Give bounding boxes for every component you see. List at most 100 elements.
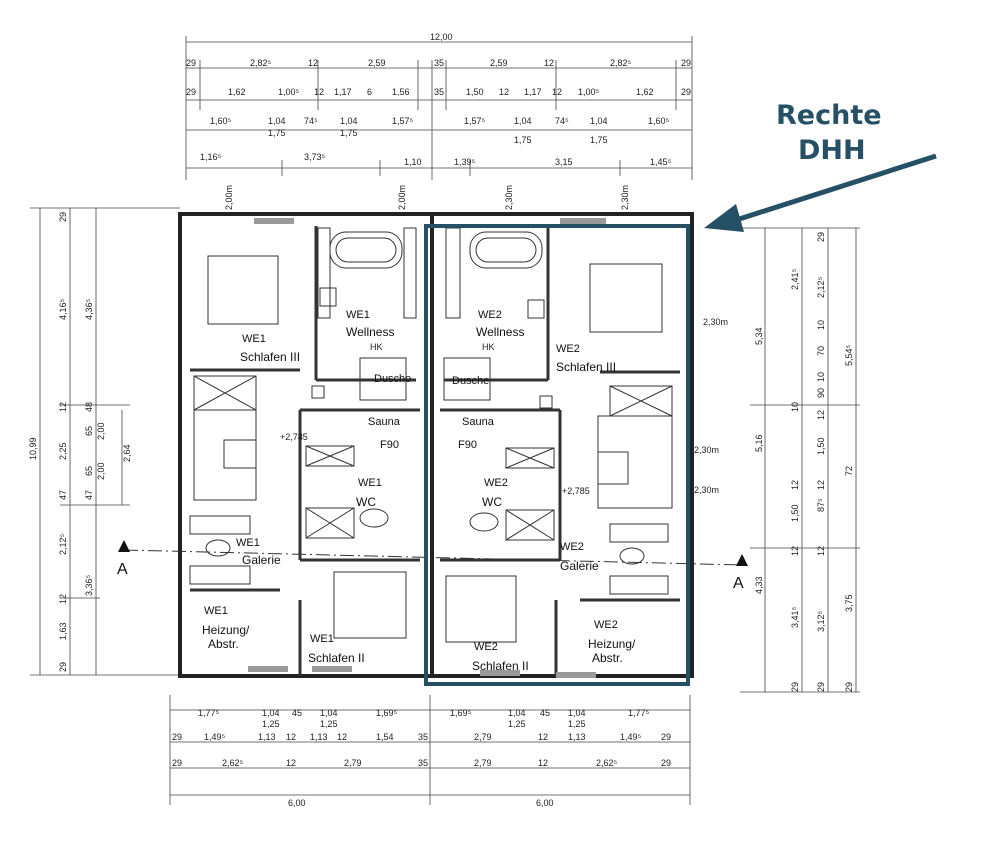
- dim-label: 2,79: [474, 732, 492, 742]
- dim-label: 2,82⁵: [250, 58, 272, 68]
- dim-label: 1,50: [816, 437, 826, 455]
- dim-label: 1,54: [376, 732, 394, 742]
- dim-label: 1,49⁵: [204, 732, 226, 742]
- dim-label: 3,15: [555, 157, 573, 167]
- room-heizung-right-unit: WE2: [594, 619, 618, 631]
- room-wellness-right-name: Wellness: [476, 325, 524, 339]
- dim-label: 1,75: [340, 128, 358, 138]
- annotation-arrow: [729, 153, 937, 225]
- dim-label: 2,82⁵: [610, 58, 632, 68]
- bed-right-top: [589, 263, 663, 333]
- dim-label: 1,00⁵: [578, 87, 600, 97]
- dim-label: 47: [84, 490, 94, 500]
- dim-label: 2,12⁵: [58, 533, 68, 555]
- bed-left-top: [207, 255, 279, 325]
- dim-label: 3,73⁵: [304, 152, 326, 162]
- dim-label: 12: [552, 87, 562, 97]
- dim-label: 12: [314, 87, 324, 97]
- dim-label: 3,36⁵: [84, 574, 94, 596]
- dim-label: 45: [540, 708, 550, 718]
- dim-label: 1,39⁵: [454, 157, 476, 167]
- shower-right: [443, 357, 491, 401]
- dim-label: 1,04: [262, 708, 280, 718]
- dim-label: 12: [816, 410, 826, 420]
- dim-label: 2,00: [96, 422, 106, 440]
- dim-label: 2,30m: [620, 185, 630, 210]
- dim-label: 2,79: [474, 758, 492, 768]
- dim-label: 1,50: [466, 87, 484, 97]
- dim-label: 4,36⁵: [84, 298, 94, 320]
- dim-label: 35: [418, 732, 428, 742]
- dim-label: 6: [367, 87, 372, 97]
- dim-label: 35: [418, 758, 428, 768]
- room-dusche-right: Dusche: [452, 375, 489, 387]
- dim-label: 1,25: [320, 719, 338, 729]
- f90-left: F90: [380, 439, 399, 451]
- hk-right: HK: [482, 342, 495, 352]
- dim-label: 2,30m: [504, 185, 514, 210]
- dim-label: 1,60⁵: [210, 116, 232, 126]
- dim-label: 2,64: [122, 444, 132, 462]
- dim-label: 1,62: [228, 87, 246, 97]
- room-heizung-right-name: Heizung/: [588, 637, 636, 651]
- dim-label: 5,54⁵: [844, 344, 854, 366]
- dim-label: 1,25: [568, 719, 586, 729]
- dim-label: 12: [816, 480, 826, 490]
- arrow-head-icon: [704, 204, 744, 232]
- dim-label: 1,50: [790, 504, 800, 522]
- dim-label: 2,30m: [694, 485, 719, 495]
- room-schlafen3-right-name: Schlafen III: [556, 360, 616, 374]
- level-left: +2,785: [280, 432, 308, 442]
- dim-overall-top: 12,00: [430, 32, 453, 42]
- room-sauna-left: Sauna: [368, 416, 401, 428]
- dim-label: 12: [538, 758, 548, 768]
- dim-label: 29: [58, 212, 68, 222]
- dim-label: 12: [58, 594, 68, 604]
- dim-label: 10: [816, 372, 826, 382]
- rooms-right-unit: WE2 Schlafen III WE2 Wellness HK Dusche …: [452, 309, 636, 673]
- dim-label: 2,30m: [694, 445, 719, 455]
- dim-label: 1,17: [334, 87, 352, 97]
- dim-label: 1,69⁵: [450, 708, 472, 718]
- shower-left: [359, 357, 407, 401]
- dim-label: 29: [844, 682, 854, 692]
- dim-label: 29: [681, 58, 691, 68]
- dim-label: 1,75: [590, 135, 608, 145]
- dim-label: 1,45⁵: [650, 157, 672, 167]
- dim-label: 1,57⁵: [392, 116, 414, 126]
- room-heizung-left-unit: WE1: [204, 605, 228, 617]
- dim-label: 29: [172, 758, 182, 768]
- dim-label: 1,10: [404, 157, 422, 167]
- hk-left: HK: [370, 342, 383, 352]
- dim-label: 3,41⁵: [790, 606, 800, 628]
- room-galerie-right-unit: WE2: [560, 541, 584, 553]
- dim-label: 2,25: [58, 442, 68, 460]
- dim-label: 29: [790, 682, 800, 692]
- room-wc-right-name: WC: [482, 495, 502, 509]
- dim-label: 2,62⁵: [596, 758, 618, 768]
- dim-label: 1,57⁵: [464, 116, 486, 126]
- dim-label: 1,25: [262, 719, 280, 729]
- dim-label: 48: [84, 402, 94, 412]
- dim-label: 72: [844, 466, 854, 476]
- dim-label: 6,00: [536, 798, 554, 808]
- dim-label: 2,12⁵: [816, 276, 826, 298]
- dim-label: 10: [816, 320, 826, 330]
- dim-label: 1,13: [568, 732, 586, 742]
- room-schlafen3-left-unit: WE1: [242, 333, 266, 345]
- dim-label: 10: [790, 402, 800, 412]
- dim-label: 29: [186, 87, 196, 97]
- room-wc-left-name: WC: [356, 495, 376, 509]
- room-heizung-right-name2: Abstr.: [592, 651, 623, 665]
- top-dimensions: 12,00 29 2,82⁵ 12 2,59 35 2,59 12 2,82⁵ …: [185, 32, 693, 210]
- room-schlafen3-left-name: Schlafen III: [240, 350, 300, 364]
- dim-label: 3,12⁵: [816, 610, 826, 632]
- bathtub-left: [329, 231, 403, 269]
- room-wc-left-unit: WE1: [358, 477, 382, 489]
- fixtures: [189, 218, 673, 678]
- highlight-box: [424, 224, 690, 686]
- dim-label: 12: [790, 546, 800, 556]
- room-galerie-left-name: Galerie: [242, 553, 281, 567]
- dim-label: 1,04: [320, 708, 338, 718]
